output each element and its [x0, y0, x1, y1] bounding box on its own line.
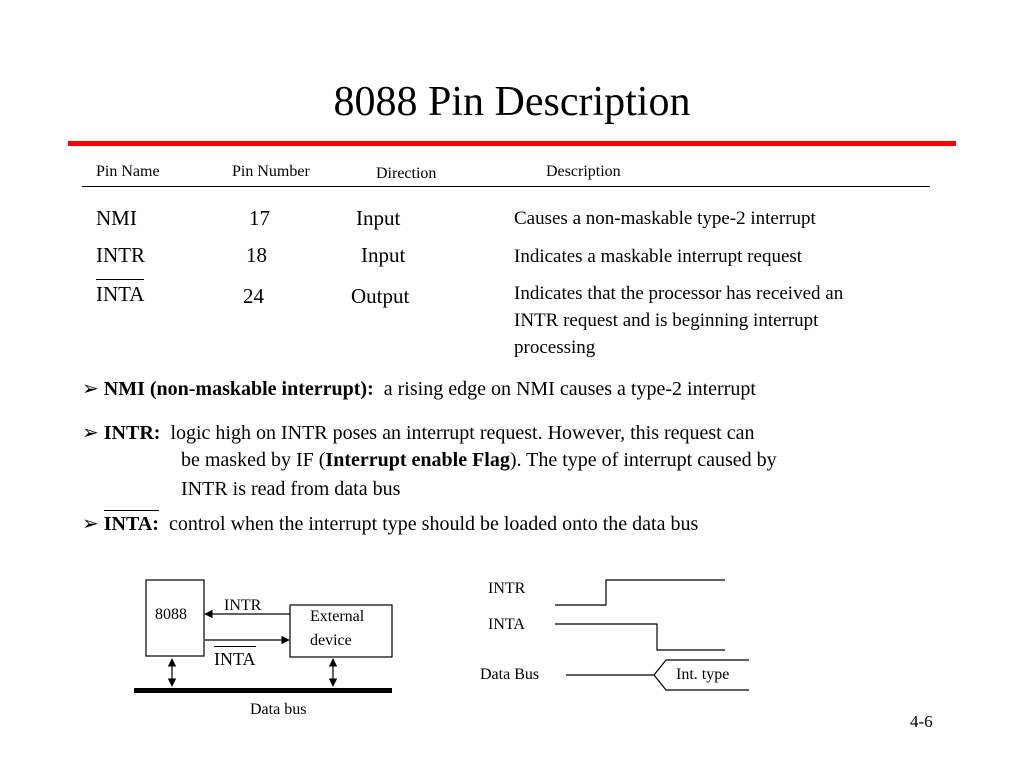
bullet-nmi: ➢ NMI (non-maskable interrupt): a rising…: [82, 376, 756, 401]
row-inta-description-line3: processing: [514, 337, 596, 358]
bullet-intr-term: INTR:: [103, 422, 161, 444]
row-intr-number: 18: [246, 243, 267, 267]
header-pin-number: Pin Number: [232, 163, 310, 180]
row-inta-description-line1: Indicates that the processor has receive…: [514, 283, 844, 304]
row-nmi-description: Causes a non-maskable type-2 interrupt: [514, 208, 816, 229]
header-divider: [82, 186, 930, 187]
row-inta-name: INTA: [96, 279, 145, 307]
cpu-box: [145, 579, 205, 657]
row-intr-direction: Input: [361, 243, 406, 267]
bullet-intr: ➢ INTR: logic high on INTR poses an inte…: [82, 420, 755, 445]
data-bus-valid-window: [653, 659, 749, 691]
bullet-inta-text: control when the interrupt type should b…: [168, 513, 699, 535]
bullet-intr-line1: logic high on INTR poses an interrupt re…: [170, 422, 755, 444]
timing-data-bus-label: Data Bus: [480, 666, 540, 683]
row-nmi-direction: Input: [356, 206, 401, 230]
header-pin-name: Pin Name: [96, 163, 160, 180]
intr-waveform: [555, 579, 725, 606]
bullet-nmi-text: a rising edge on NMI causes a type-2 int…: [383, 378, 756, 400]
inta-waveform: [555, 623, 725, 651]
data-bus-bar: [134, 688, 392, 693]
device-label-line1: External: [310, 608, 365, 625]
row-nmi-number: 17: [249, 206, 270, 230]
slide-number: 4-6: [910, 712, 933, 731]
bullet-intr-line2-bold: Interrupt enable Flag: [325, 449, 510, 471]
bullet-intr-line2: be masked by IF (Interrupt enable Flag).…: [181, 449, 777, 472]
bullet-inta-term: INTA:: [103, 510, 159, 536]
intr-label: INTR: [224, 597, 262, 614]
header-direction: Direction: [376, 165, 437, 182]
timing-inta-label: INTA: [488, 616, 525, 633]
device-box: [289, 604, 393, 658]
bullet-intr-line2-pre: be masked by IF (: [181, 449, 326, 471]
bullet-inta: ➢ INTA: control when the interrupt type …: [82, 510, 698, 536]
row-intr-description: Indicates a maskable interrupt request: [514, 246, 803, 267]
cpu-label: 8088: [155, 606, 187, 623]
row-inta-description-line2: INTR request and is beginning interrupt: [514, 310, 819, 331]
row-intr-name: INTR: [96, 243, 145, 267]
bullet-arrow-icon: ➢: [82, 378, 99, 400]
bullet-intr-line3: INTR is read from data bus: [181, 478, 401, 500]
bullet-intr-line2-post: ). The type of interrupt caused by: [509, 449, 777, 471]
bullet-nmi-term: NMI (non-maskable interrupt):: [103, 378, 374, 400]
header-description: Description: [546, 163, 621, 180]
row-inta-direction: Output: [351, 284, 410, 308]
inta-label: INTA: [214, 646, 256, 670]
bullet-arrow-icon: ➢: [82, 513, 99, 535]
row-nmi-name: NMI: [96, 206, 137, 230]
bullet-arrow-icon: ➢: [82, 422, 99, 444]
row-inta-number: 24: [243, 284, 264, 308]
data-bus-label: Data bus: [250, 701, 307, 718]
slide-title: 8088 Pin Description: [333, 79, 691, 125]
timing-int-type-label: Int. type: [676, 666, 730, 683]
device-label-line2: device: [310, 632, 352, 649]
timing-intr-label: INTR: [488, 580, 526, 597]
title-divider: [68, 141, 956, 146]
